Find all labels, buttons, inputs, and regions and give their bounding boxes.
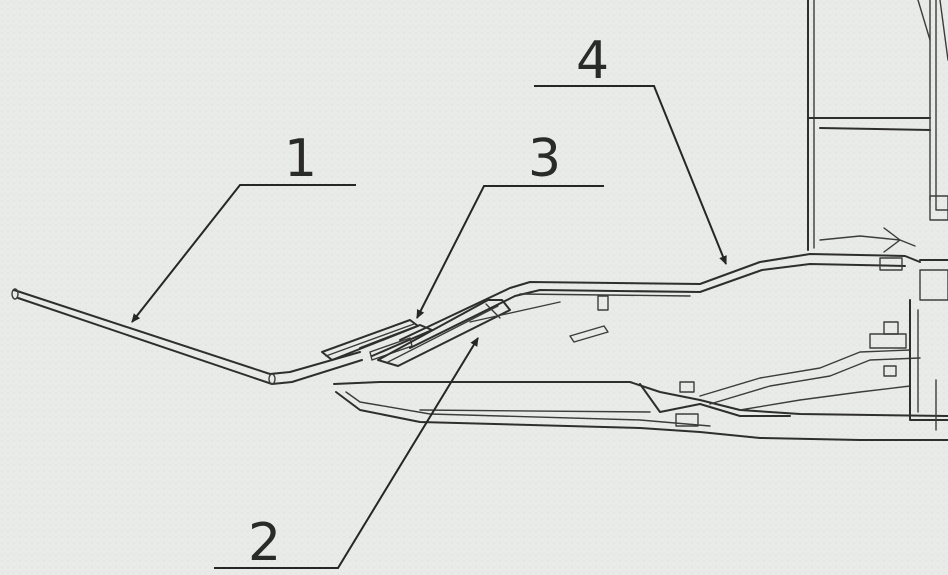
leader-1	[131, 184, 356, 323]
callout-4: 4	[576, 31, 609, 91]
callout-2: 2	[248, 513, 281, 573]
callout-1: 1	[284, 129, 317, 189]
leader-2	[214, 337, 479, 569]
guide-rod	[11, 288, 363, 385]
main-body	[333, 227, 948, 441]
upright-frame	[807, 0, 948, 431]
leader-3	[416, 185, 604, 319]
leader-4	[534, 85, 727, 265]
callout-3: 3	[528, 129, 561, 189]
